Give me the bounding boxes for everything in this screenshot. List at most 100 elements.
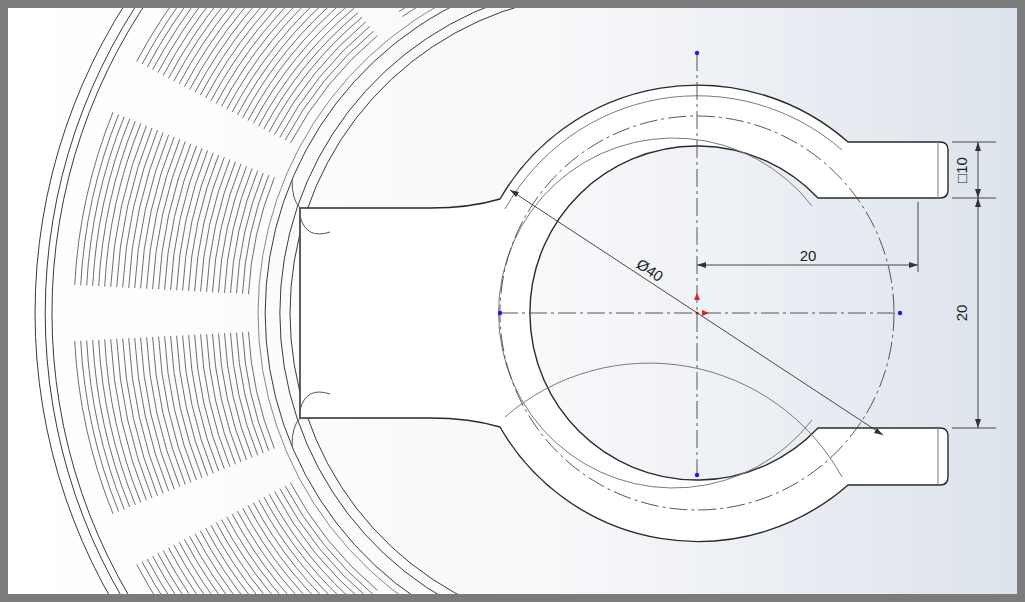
fin-line: [237, 511, 338, 594]
fin-line: [169, 548, 289, 594]
fin-line: [195, 335, 225, 469]
fin-line: [243, 8, 343, 118]
fin-line: [147, 139, 180, 289]
dimension-text: 20: [954, 305, 969, 322]
fin-line: [93, 119, 130, 286]
fin-line: [213, 164, 242, 292]
fin-line: [129, 338, 163, 493]
fin-line: [206, 8, 316, 98]
fin-line: [174, 8, 293, 81]
centerlines: [500, 53, 900, 510]
fin-line: [275, 491, 366, 594]
dimension-text: 20: [800, 248, 817, 263]
fin-line: [248, 506, 347, 595]
fin-line: [111, 126, 147, 287]
fin-line: [402, 8, 498, 17]
fin-line: [219, 166, 247, 292]
fin-line: [207, 162, 236, 292]
fin-line: [222, 520, 328, 594]
fin-line: [201, 335, 230, 467]
dimension-text: □10: [954, 157, 969, 183]
fin-line: [183, 335, 214, 473]
fin-line: [141, 338, 175, 490]
fin-line: [87, 340, 125, 509]
fin-line: [190, 537, 304, 595]
fin-line: [219, 334, 247, 460]
fin-line: [163, 8, 285, 75]
dimension-arrowheads: [510, 142, 981, 435]
clip-body: [300, 85, 948, 541]
fin-line: [117, 339, 152, 498]
fin-line: [243, 508, 343, 594]
fin-line: [123, 339, 158, 496]
fin-line: [200, 8, 311, 95]
fin-line: [177, 150, 208, 290]
fin-line: [269, 17, 362, 132]
fin-line: [177, 336, 208, 476]
fin-line: [207, 334, 236, 464]
fin-line: [153, 337, 186, 485]
clip-edge-fillet: [505, 96, 842, 477]
dimension-lines: [510, 142, 996, 435]
fin-line: [147, 559, 273, 594]
fin-line: [232, 514, 335, 594]
fin-line: [158, 8, 281, 73]
fin-line: [195, 157, 225, 291]
base-edge: [292, 180, 300, 446]
fin-line: [264, 13, 358, 129]
fin-line: [117, 128, 152, 287]
fin-line: [141, 137, 175, 289]
fin-line: [269, 494, 362, 594]
fin-line: [111, 339, 147, 500]
fin-line: [135, 338, 169, 491]
fin-line: [211, 8, 320, 101]
fin-line: [213, 334, 242, 462]
fin-line: [105, 123, 141, 286]
fin-line: [169, 8, 289, 78]
fin-line: [158, 553, 281, 594]
fin-line: [200, 531, 311, 594]
fin-line: [123, 130, 158, 287]
fin-line: [137, 8, 266, 61]
fin-line: [179, 8, 296, 84]
fin-line: [135, 135, 169, 288]
fin-line: [225, 168, 253, 292]
viewport-ground: [8, 8, 1017, 594]
fin-line: [189, 155, 219, 291]
fin-line: [280, 489, 370, 594]
fin-line: [153, 556, 277, 594]
fin-line: [211, 525, 320, 594]
fin-line: [237, 8, 338, 115]
fin-line: [206, 528, 316, 594]
fin-line: [201, 159, 230, 291]
fin-line: [216, 522, 323, 594]
fin-line: [259, 8, 355, 126]
fin-line: [184, 8, 300, 87]
fin-line: [99, 121, 136, 286]
fin-line: [248, 8, 347, 120]
neck-fillet: [300, 208, 330, 418]
arm-edge: [938, 142, 939, 485]
fin-line: [129, 132, 163, 287]
fin-line: [87, 117, 125, 286]
fin-line: [153, 141, 186, 289]
fin-line: [147, 8, 273, 67]
fin-line: [147, 337, 180, 487]
fin-line: [264, 497, 358, 594]
fin-line: [189, 335, 219, 471]
fin-line: [142, 8, 269, 64]
fin-line: [142, 562, 269, 594]
fin-line: [93, 340, 130, 507]
fin-line: [153, 8, 277, 70]
fin-line: [137, 565, 266, 594]
fin-line: [179, 542, 296, 594]
fin-line: [163, 551, 285, 594]
fin-line: [216, 8, 323, 104]
fin-line: [105, 340, 141, 503]
fin-line: [225, 333, 253, 457]
fin-line: [99, 340, 136, 505]
centerline-endpoints: [498, 51, 902, 477]
